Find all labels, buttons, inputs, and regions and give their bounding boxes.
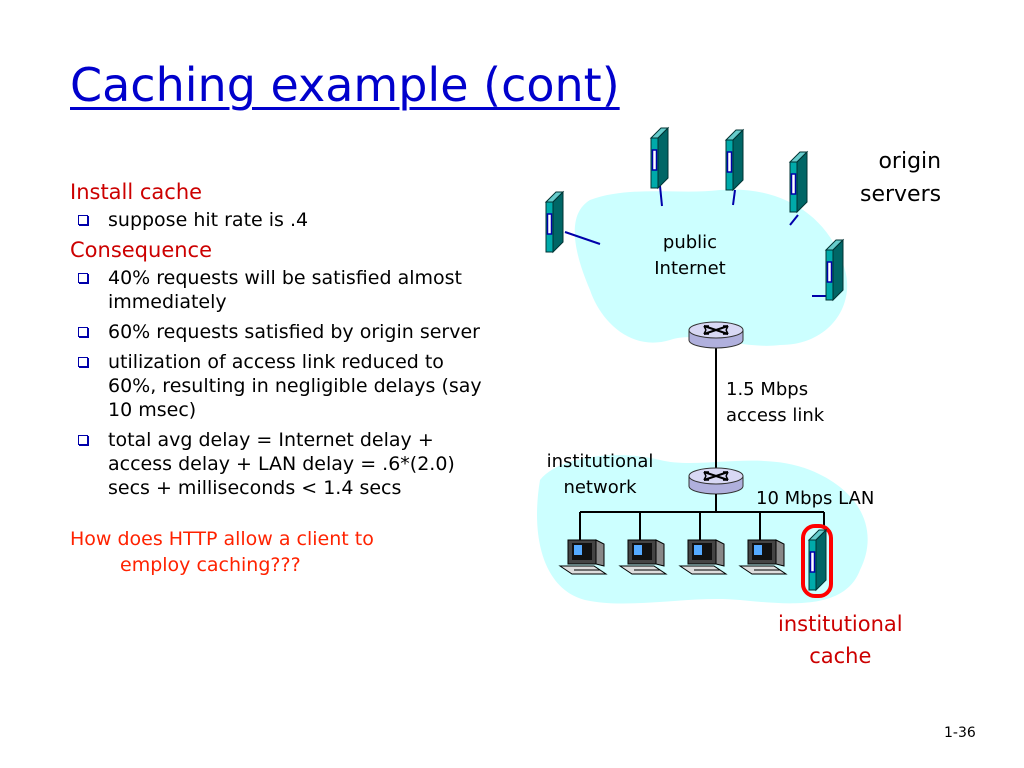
public-internet-label: public Internet bbox=[654, 232, 726, 279]
install-cache-heading: Install cache bbox=[70, 180, 203, 204]
cache-highlight bbox=[801, 524, 833, 598]
bullet-item: 40% requests will be satisfied almost im… bbox=[70, 266, 490, 314]
lan-label: 10 Mbps LAN bbox=[756, 488, 875, 509]
origin-server-icon bbox=[650, 127, 669, 189]
install-bullets: suppose hit rate is .4 bbox=[70, 208, 490, 232]
router-icon bbox=[688, 321, 744, 349]
square-bullet-icon bbox=[78, 357, 88, 367]
square-bullet-icon bbox=[78, 327, 88, 337]
institutional-network-cloud bbox=[537, 455, 868, 604]
institutional-cache-label: institutional cache bbox=[778, 612, 903, 668]
bullet-item: suppose hit rate is .4 bbox=[70, 208, 490, 232]
bullet-item: total avg delay = Internet delay + acces… bbox=[70, 428, 490, 500]
consequence-bullets: 40% requests will be satisfied almost im… bbox=[70, 266, 490, 500]
institutional-network-label: institutional network bbox=[546, 451, 654, 498]
origin-server-icon bbox=[825, 239, 844, 301]
bullet-item: 60% requests satisfied by origin server bbox=[70, 320, 490, 344]
lan-lines bbox=[579, 494, 825, 540]
origin-servers-label: origin servers bbox=[860, 149, 942, 207]
question-text: How does HTTP allow a client to employ c… bbox=[70, 528, 374, 576]
square-bullet-icon bbox=[78, 273, 88, 283]
square-bullet-icon bbox=[78, 435, 88, 445]
server-links bbox=[564, 185, 828, 297]
router-icon bbox=[688, 467, 744, 495]
cache-server-icon bbox=[808, 529, 827, 591]
origin-server-icon bbox=[725, 129, 744, 191]
origin-server-icon bbox=[789, 151, 808, 213]
page-title: Caching example (cont) bbox=[70, 58, 620, 112]
public-internet-cloud bbox=[574, 189, 848, 346]
origin-server-icon bbox=[545, 191, 564, 253]
bullet-item: utilization of access link reduced to 60… bbox=[70, 350, 490, 422]
page-number: 1-36 bbox=[944, 725, 976, 741]
text-column: Install cache suppose hit rate is .4 Con… bbox=[70, 180, 490, 578]
square-bullet-icon bbox=[78, 215, 88, 225]
access-link-label: 1.5 Mbps access link bbox=[726, 379, 825, 426]
consequence-heading: Consequence bbox=[70, 238, 213, 262]
